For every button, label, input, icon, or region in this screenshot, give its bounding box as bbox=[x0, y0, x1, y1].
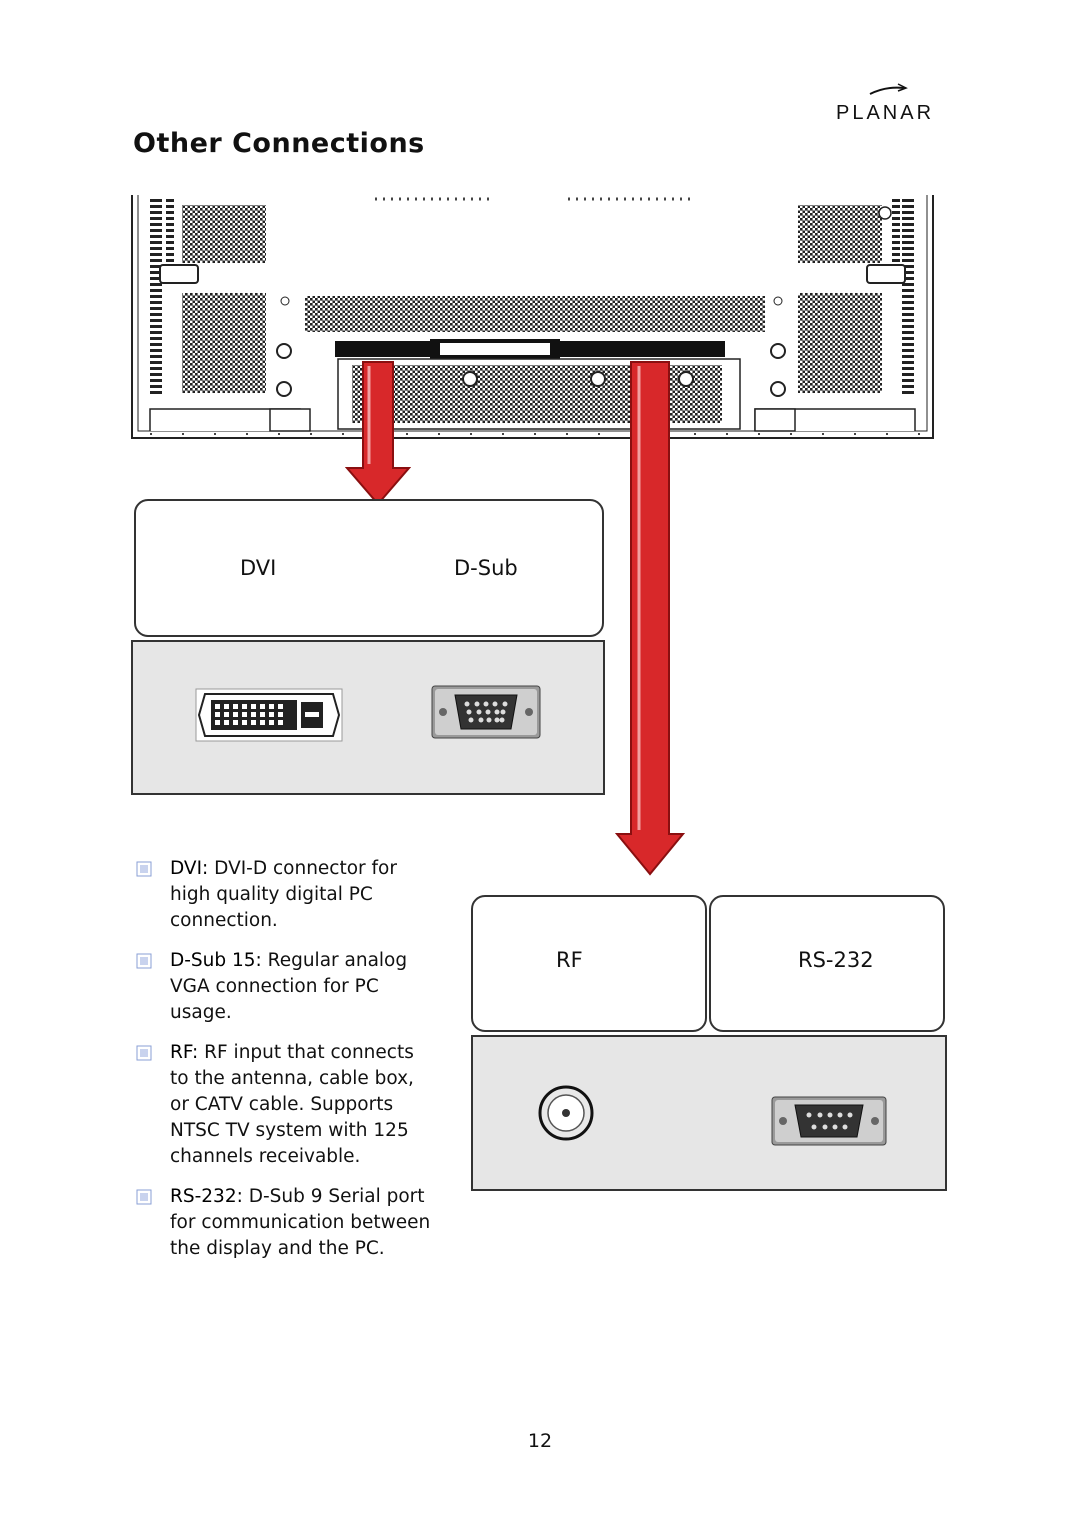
logo-text: PLANAR bbox=[835, 102, 935, 124]
desc-text: Regular analog VGA connection for PC usa… bbox=[170, 950, 408, 1023]
list-item: DVI: DVI-D connector for high quality di… bbox=[136, 856, 436, 934]
desc-term: DVI: bbox=[170, 858, 209, 879]
bullet-icon bbox=[136, 861, 152, 877]
page-number: 12 bbox=[527, 1430, 553, 1452]
connection-descriptions: DVI: DVI-D connector for high quality di… bbox=[136, 856, 436, 1276]
display-rear-panel-illustration bbox=[131, 195, 934, 439]
dsub15-connector-icon bbox=[431, 685, 541, 739]
bullet-icon bbox=[136, 1045, 152, 1061]
dvi-label: DVI bbox=[240, 556, 277, 580]
rs232-dsub9-connector-icon bbox=[771, 1096, 887, 1146]
dvi-dsub-connector-panel bbox=[131, 640, 605, 795]
desc-text: DVI-D connector for high quality digital… bbox=[170, 858, 397, 931]
rf-coax-connector-icon bbox=[538, 1085, 594, 1141]
desc-term: D-Sub 15: bbox=[170, 950, 262, 971]
dvi-connector-icon bbox=[195, 688, 343, 742]
rf-rs232-connector-panel bbox=[471, 1035, 947, 1191]
list-item: RS-232: D-Sub 9 Serial port for communic… bbox=[136, 1184, 436, 1262]
page-title: Other Connections bbox=[133, 128, 425, 159]
dvi-dsub-label-box: DVI D-Sub bbox=[134, 499, 604, 637]
rs232-label: RS-232 bbox=[798, 948, 874, 972]
rf-label-box: RF bbox=[471, 895, 707, 1032]
desc-text: RF input that connects to the antenna, c… bbox=[170, 1042, 414, 1167]
dsub-label: D-Sub bbox=[454, 556, 518, 580]
bullet-icon bbox=[136, 1189, 152, 1205]
desc-term: RF: bbox=[170, 1042, 199, 1063]
rf-label: RF bbox=[556, 948, 583, 972]
logo-arc-icon bbox=[869, 83, 908, 95]
desc-text: D-Sub 9 Serial port for communication be… bbox=[170, 1186, 431, 1259]
desc-term: RS-232: bbox=[170, 1186, 243, 1207]
red-arrow-down-right bbox=[615, 361, 685, 876]
red-arrow-down-left bbox=[345, 361, 411, 506]
list-item: D-Sub 15: Regular analog VGA connection … bbox=[136, 948, 436, 1026]
bullet-icon bbox=[136, 953, 152, 969]
list-item: RF: RF input that connects to the antenn… bbox=[136, 1040, 436, 1170]
planar-logo: PLANAR bbox=[820, 78, 950, 134]
rs232-label-box: RS-232 bbox=[709, 895, 945, 1032]
